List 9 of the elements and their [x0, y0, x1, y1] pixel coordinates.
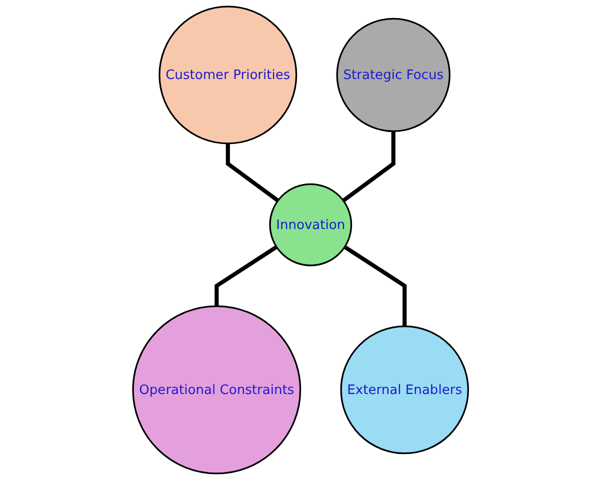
connector	[342, 131, 396, 202]
node-circle: Strategic Focus	[336, 18, 451, 132]
node-circle: Innovation	[270, 183, 352, 266]
connector	[344, 245, 408, 326]
connector	[215, 245, 278, 306]
node-circle: Operational Constraints	[132, 305, 302, 474]
connector	[226, 143, 280, 202]
node-circle: External Enablers	[340, 325, 470, 454]
node-circle: Customer Priorities	[159, 6, 298, 144]
